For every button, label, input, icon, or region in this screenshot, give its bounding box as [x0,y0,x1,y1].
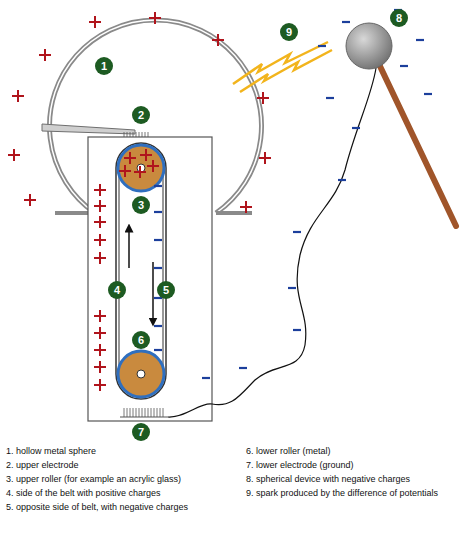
hollow-sphere-highlight [50,20,262,213]
positive-charge [140,149,152,161]
key-entry: 3. upper roller (for example an acrylic … [6,474,181,485]
negative-charge [154,211,162,213]
positive-charge [8,149,20,161]
brush-bristle [133,408,134,417]
upper-electrode [42,124,135,134]
negative-charge [326,97,334,99]
positive-charge [147,160,159,172]
negative-charge [342,21,350,23]
negative-charge [416,39,424,41]
callout-number: 1 [95,57,113,75]
key-entry: 1. hollow metal sphere [6,446,96,457]
positive-charge [124,152,136,164]
callout-number: 6 [132,331,150,349]
negative-charge [154,185,162,187]
callout-number: 4 [108,281,126,299]
callout-number: 8 [390,9,408,27]
roller-axle [137,370,145,378]
brush-bristle [148,408,149,417]
positive-charge [94,344,106,356]
brush-bristle [130,408,131,417]
insulating-column [88,137,212,421]
negative-charge [352,127,360,129]
negative-charge [154,349,162,351]
belt-down-arrow [152,262,154,322]
key-entry: 8. spherical device with negative charge… [246,474,410,485]
positive-charge [94,184,106,196]
belt [116,143,166,399]
discharge-sphere [346,23,392,69]
positive-charge [94,234,106,246]
brush-bristle [151,408,152,417]
key-entry: 9. spark produced by the difference of p… [246,488,438,499]
negative-charge [154,239,162,241]
positive-charge [259,152,271,164]
brush-bristle [160,408,161,417]
positive-charge [257,92,269,104]
brush-bristle [127,408,128,417]
negative-charge [239,367,247,369]
positive-charge [94,379,106,391]
negative-charge [293,329,301,331]
negative-charge [338,179,346,181]
positive-charge [94,327,106,339]
positive-charge [240,201,252,213]
upper-roller [118,145,164,191]
brush-bristle [154,408,155,417]
lower-electrode-brush [120,408,168,417]
brush-bristle [157,408,158,417]
brush-bristle [124,408,125,417]
brush-bristle [145,408,146,417]
callout-number: 5 [157,281,175,299]
positive-charge [212,34,224,46]
positive-charge [94,252,106,264]
brush-bristle [163,408,164,417]
positive-charge [94,361,106,373]
negative-charge [424,93,432,95]
positive-charge [134,166,146,178]
charge-signs [8,10,432,391]
positive-charge [39,49,51,61]
positive-charge [89,16,101,28]
negative-charge [154,267,162,269]
key-entry: 7. lower electrode (ground) [246,460,354,471]
callout-number: 7 [132,423,150,441]
positive-charge [24,194,36,206]
negative-charge [400,65,408,67]
key-entry: 4. side of the belt with positive charge… [6,488,161,499]
ground-wire [168,68,376,417]
negative-charge [202,377,210,379]
callout-number: 3 [132,196,150,214]
positive-charge [119,165,131,177]
brush-bristle [142,408,143,417]
key-entry: 6. lower roller (metal) [246,446,331,457]
positive-charge [94,200,106,212]
positive-charge [12,90,24,102]
belt-inner [119,146,163,396]
negative-charge [318,45,326,47]
spark [233,42,332,92]
callout-number: 2 [132,106,150,124]
brush-bristle [139,408,140,417]
positive-charge [94,216,106,228]
positive-charge [94,310,106,322]
callout-number: 9 [280,23,298,41]
belt-up-arrow [128,228,130,268]
negative-charge [154,325,162,327]
key-entry: 2. upper electrode [6,460,79,471]
hollow-sphere [50,20,262,213]
lower-roller [118,351,164,397]
brush-bristle [136,408,137,417]
negative-charge [288,287,296,289]
insulating-rod [378,62,456,226]
key-entry: 5. opposite side of belt, with negative … [6,502,188,513]
negative-charge [293,231,301,233]
positive-charge [149,12,161,24]
